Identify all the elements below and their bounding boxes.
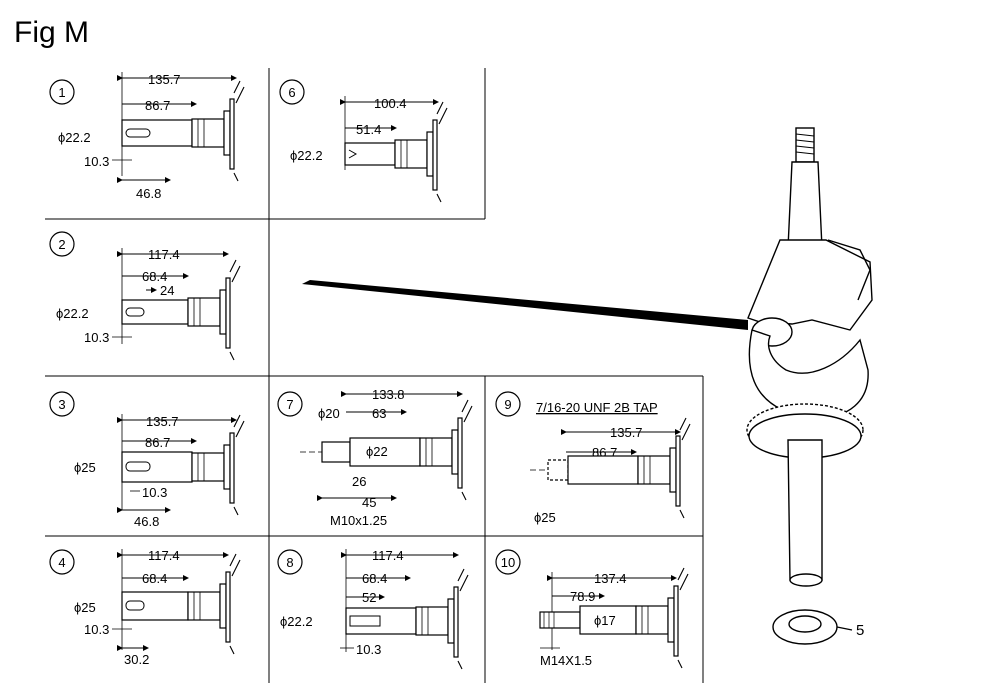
panel-number-badge bbox=[277, 549, 303, 575]
diameter-label: ϕ17 bbox=[594, 613, 616, 628]
panel-number-badge bbox=[49, 79, 75, 105]
panel-2: 2 117.4 68.4 24 ϕ22.2 10.3 bbox=[49, 231, 241, 361]
diameter-label: ϕ22.2 bbox=[280, 614, 313, 629]
crankshaft-illustration bbox=[746, 127, 873, 645]
dimension-label: 63 bbox=[372, 406, 386, 421]
panel-8: 8 117.4 68.4 52 ϕ22.2 10.3 bbox=[277, 548, 469, 670]
diameter-label: ϕ22.2 bbox=[56, 306, 89, 321]
dimension-label: 135.7 bbox=[146, 414, 179, 429]
panel-number: 3 bbox=[58, 397, 65, 412]
dimension-label: 117.4 bbox=[148, 247, 180, 262]
shaft-end bbox=[344, 142, 396, 166]
panel-1: 1 135.7 86.7 ϕ22.2 10.3 46.8 bbox=[49, 72, 245, 201]
dimension-label: 135.7 bbox=[610, 425, 643, 440]
panel-number-badge bbox=[277, 391, 303, 417]
dimension-label: 51.4 bbox=[356, 122, 381, 137]
pointer-arrow bbox=[302, 280, 748, 330]
dimension-label: 68.4 bbox=[142, 269, 167, 284]
panel-grid bbox=[45, 68, 704, 683]
panel-4: 4 117.4 68.4 ϕ25 10.3 30.2 bbox=[49, 548, 241, 667]
thread-label: M10x1.25 bbox=[330, 513, 387, 528]
diameter-label: ϕ22 bbox=[366, 444, 388, 459]
dimension-label: 46.8 bbox=[136, 186, 161, 201]
panel-10: 10 137.4 78.9 ϕ17 M14X1.5 bbox=[495, 549, 689, 669]
panel-number: 1 bbox=[58, 85, 65, 100]
dimension-label: 86.7 bbox=[145, 98, 170, 113]
dimension-label: 68.4 bbox=[142, 571, 167, 586]
dimension-label: 52 bbox=[362, 590, 376, 605]
panel-number-badge bbox=[49, 391, 75, 417]
dimension-label: 10.3 bbox=[84, 330, 109, 345]
panel-number: 10 bbox=[501, 555, 515, 570]
panel-number: 7 bbox=[286, 397, 293, 412]
threaded-stud bbox=[539, 611, 581, 629]
panel-number: 6 bbox=[288, 85, 295, 100]
shaft-end bbox=[121, 451, 193, 483]
panel-number-badge bbox=[495, 391, 521, 417]
dimension-label: 133.8 bbox=[372, 387, 405, 402]
diameter-label: ϕ25 bbox=[534, 510, 556, 525]
dimension-label: 10.3 bbox=[84, 154, 109, 169]
panel-number: 8 bbox=[286, 555, 293, 570]
dimension-label: 86.7 bbox=[145, 435, 170, 450]
dimension-label: 117.4 bbox=[148, 548, 180, 563]
shaft-end bbox=[567, 455, 639, 485]
dimension-label: 78.9 bbox=[570, 589, 595, 604]
panel-number-badge bbox=[279, 79, 305, 105]
panel-3: 3 135.7 86.7 ϕ25 10.3 46.8 bbox=[49, 391, 245, 529]
thread-label: M14X1.5 bbox=[540, 653, 592, 668]
panel-7: 7 133.8 63 ϕ20 ϕ22 26 45 M10x1.25 bbox=[277, 387, 473, 528]
figure-title: Fig M bbox=[14, 16, 89, 49]
shaft-end bbox=[349, 437, 421, 467]
diameter-label: ϕ22.2 bbox=[58, 130, 91, 145]
dimension-label: 68.4 bbox=[362, 571, 387, 586]
diameter-label: ϕ25 bbox=[74, 600, 96, 615]
panel-number-badge bbox=[49, 231, 75, 257]
thread-label: 7/16-20 UNF 2B TAP bbox=[536, 400, 658, 415]
panel-number-badge bbox=[495, 549, 521, 575]
part-callout: 5 bbox=[856, 622, 864, 639]
dimension-label: 135.7 bbox=[148, 72, 181, 87]
panel-number: 2 bbox=[58, 237, 65, 252]
dimension-label: 45 bbox=[362, 495, 376, 510]
panel-9: 9 7/16-20 UNF 2B TAP 135.7 86.7 ϕ25 bbox=[495, 391, 691, 525]
dimension-label: 117.4 bbox=[372, 548, 404, 563]
threaded-stud bbox=[321, 441, 351, 463]
dimension-label: 10.3 bbox=[142, 485, 167, 500]
panel-number: 4 bbox=[58, 555, 65, 570]
panel-number-badge bbox=[49, 549, 75, 575]
diameter-label: ϕ22.2 bbox=[290, 148, 323, 163]
dimension-label: 26 bbox=[352, 474, 366, 489]
dimension-label: 30.2 bbox=[124, 652, 149, 667]
dimension-label: 100.4 bbox=[374, 96, 407, 111]
diameter-label: ϕ25 bbox=[74, 460, 96, 475]
dimension-label: 46.8 bbox=[134, 514, 159, 529]
dimension-label: 137.4 bbox=[594, 571, 627, 586]
panel-6: 6 100.4 51.4 ϕ22.2 bbox=[279, 79, 448, 203]
panel-number: 9 bbox=[504, 397, 511, 412]
dimension-label: 10.3 bbox=[356, 642, 381, 657]
diameter-label: ϕ20 bbox=[318, 406, 340, 421]
dimension-label: 10.3 bbox=[84, 622, 109, 637]
dimension-label: 24 bbox=[160, 283, 174, 298]
